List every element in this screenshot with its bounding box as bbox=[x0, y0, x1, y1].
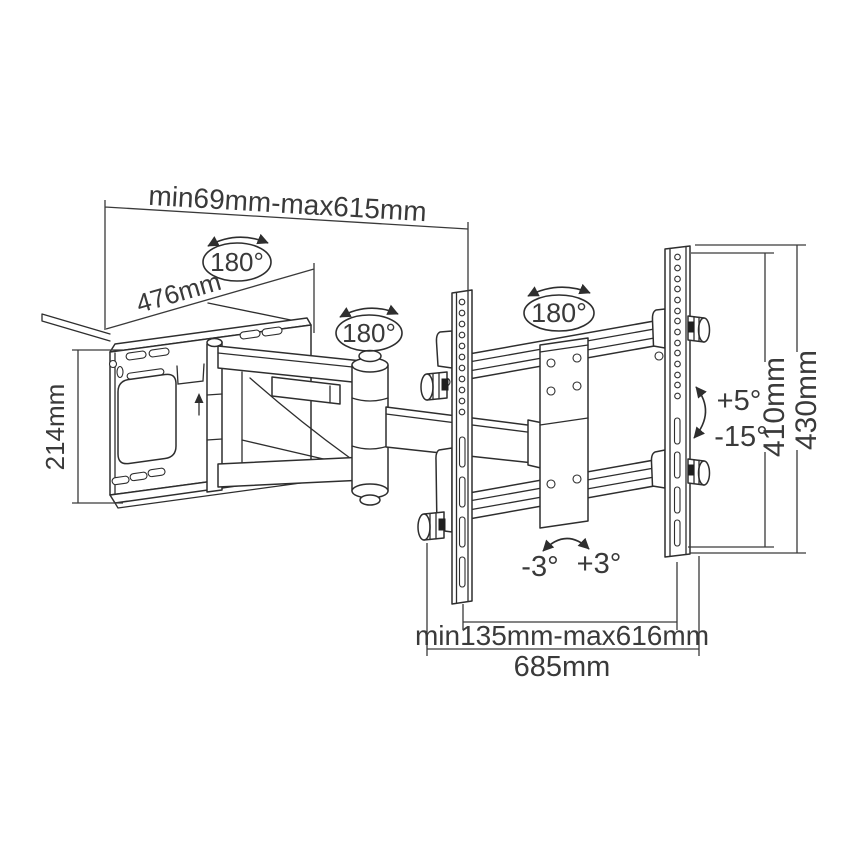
dim-rail-hole-height bbox=[688, 252, 774, 548]
right-rail-upper-latch bbox=[651, 308, 666, 349]
vesa-plate bbox=[539, 337, 589, 529]
level-adjust-indicator bbox=[542, 537, 590, 552]
cable-clip bbox=[271, 376, 341, 405]
label-rail-span-range: min135mm-max616mm bbox=[415, 620, 709, 651]
dim-wall-plate-height bbox=[72, 349, 123, 504]
tilt-indicator bbox=[693, 386, 707, 439]
dim-bracket-total-height bbox=[690, 244, 806, 554]
label-total-width: 685mm bbox=[514, 651, 611, 683]
label-swivel-wall: 180° bbox=[210, 247, 264, 277]
right-tv-rail bbox=[650, 245, 691, 558]
tension-knob-upper-left bbox=[420, 371, 449, 401]
label-swivel-tv: 180° bbox=[531, 298, 587, 328]
wall-plate-top-slots bbox=[125, 326, 283, 380]
dim-wall-plate-width bbox=[105, 263, 315, 333]
tension-knob-lower-left bbox=[417, 511, 446, 541]
dim-total-width bbox=[426, 543, 700, 656]
swivel-indicator-tv bbox=[523, 283, 595, 332]
label-tilt-down: -15° bbox=[714, 421, 768, 453]
swivel-indicator-elbow bbox=[335, 304, 403, 352]
dim-rail-span-range bbox=[462, 562, 678, 630]
up-arrow-icon bbox=[194, 393, 204, 416]
articulating-arm bbox=[206, 337, 366, 493]
right-rail-lower-latch bbox=[650, 449, 666, 489]
left-tv-rail bbox=[435, 289, 473, 605]
label-swivel-elbow: 180° bbox=[342, 318, 396, 348]
dim-extension-range bbox=[104, 200, 469, 330]
tension-knob-upper-right bbox=[687, 315, 711, 343]
label-extension-range: min69mm-max615mm bbox=[148, 180, 428, 227]
label-rail-hole-height: 410mm bbox=[758, 357, 791, 457]
label-tilt-up: +5° bbox=[717, 385, 762, 417]
left-rail-upper-latch bbox=[435, 330, 453, 369]
left-rail-lower-latch bbox=[435, 447, 453, 533]
elbow-joint bbox=[351, 349, 389, 506]
wall-plate-cutout bbox=[117, 373, 177, 465]
label-level-right: +3° bbox=[577, 548, 622, 580]
label-wall-plate-height: 214mm bbox=[40, 384, 70, 471]
swivel-indicator-wall bbox=[202, 233, 272, 282]
label-bracket-total-height: 430mm bbox=[790, 350, 823, 450]
tension-knob-lower-right bbox=[687, 458, 711, 486]
keyhole bbox=[108, 359, 118, 369]
wall-plate-bottom-slots bbox=[111, 467, 166, 486]
label-level-left: -3° bbox=[521, 551, 558, 583]
